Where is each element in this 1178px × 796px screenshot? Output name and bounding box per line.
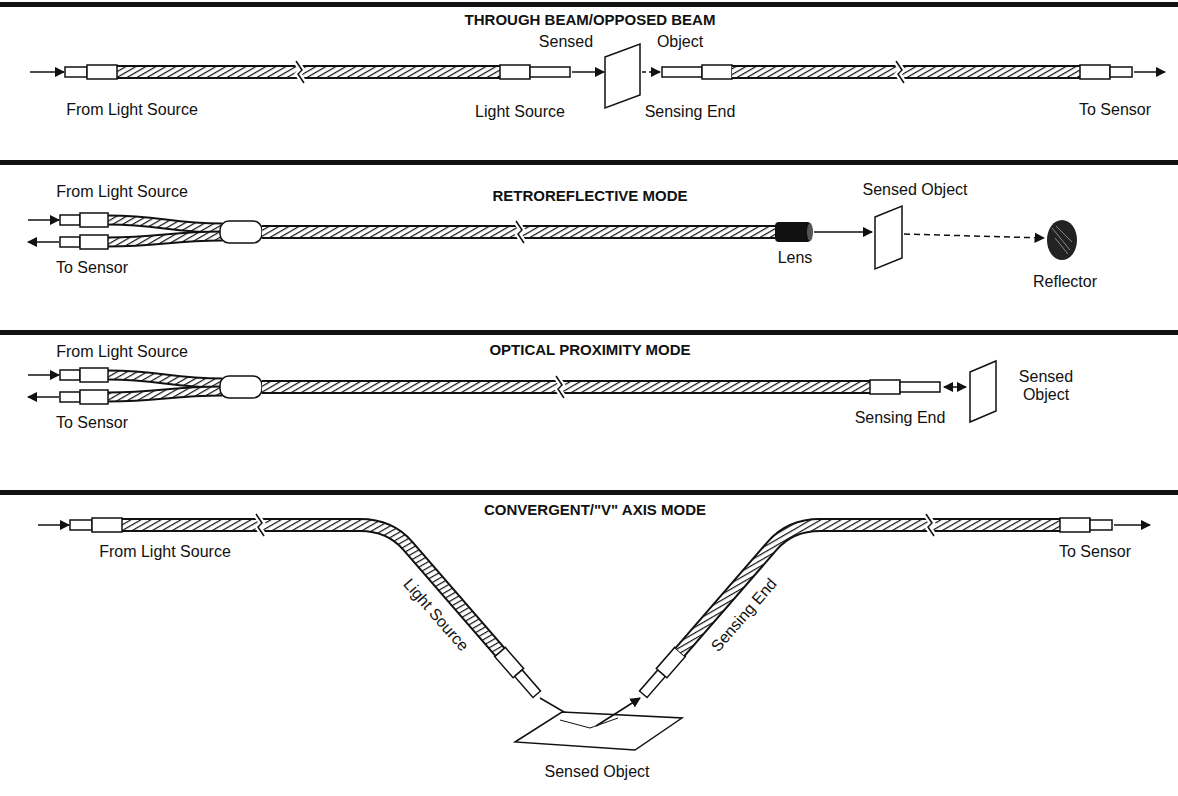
- part-label: From Light Source: [56, 343, 188, 361]
- mode-title: THROUGH BEAM/OPPOSED BEAM: [465, 12, 716, 29]
- part-label: Sensed Object: [545, 763, 650, 781]
- part-label: To Sensor: [56, 259, 128, 277]
- mode-title: OPTICAL PROXIMITY MODE: [489, 342, 690, 359]
- retroreflective-illustration: [28, 206, 1077, 269]
- part-label: Sensing End: [855, 409, 946, 427]
- mode-title: RETROREFLECTIVE MODE: [492, 188, 687, 205]
- part-label: Light Source: [475, 103, 565, 121]
- part-label: To Sensor: [1079, 101, 1151, 119]
- part-label: Sensed Object: [1014, 368, 1078, 403]
- part-label: Reflector: [1033, 273, 1097, 291]
- part-label: Sensing End: [645, 103, 736, 121]
- part-label: Sensed Object: [863, 181, 968, 199]
- proximity-illustration: [28, 361, 996, 422]
- part-label: Sensed: [539, 33, 593, 51]
- part-label: Lens: [778, 249, 813, 267]
- mode-title: CONVERGENT/"V" AXIS MODE: [484, 502, 706, 519]
- part-label: To Sensor: [56, 414, 128, 432]
- part-label: From Light Source: [56, 183, 188, 201]
- part-label: From Light Source: [99, 543, 231, 561]
- convergent-illustration: [38, 514, 1150, 750]
- part-label: Object: [657, 33, 703, 51]
- part-label: From Light Source: [66, 101, 198, 119]
- part-label: To Sensor: [1059, 543, 1131, 561]
- through-beam-illustration: [30, 44, 1165, 108]
- separator-bars: [0, 2, 1178, 495]
